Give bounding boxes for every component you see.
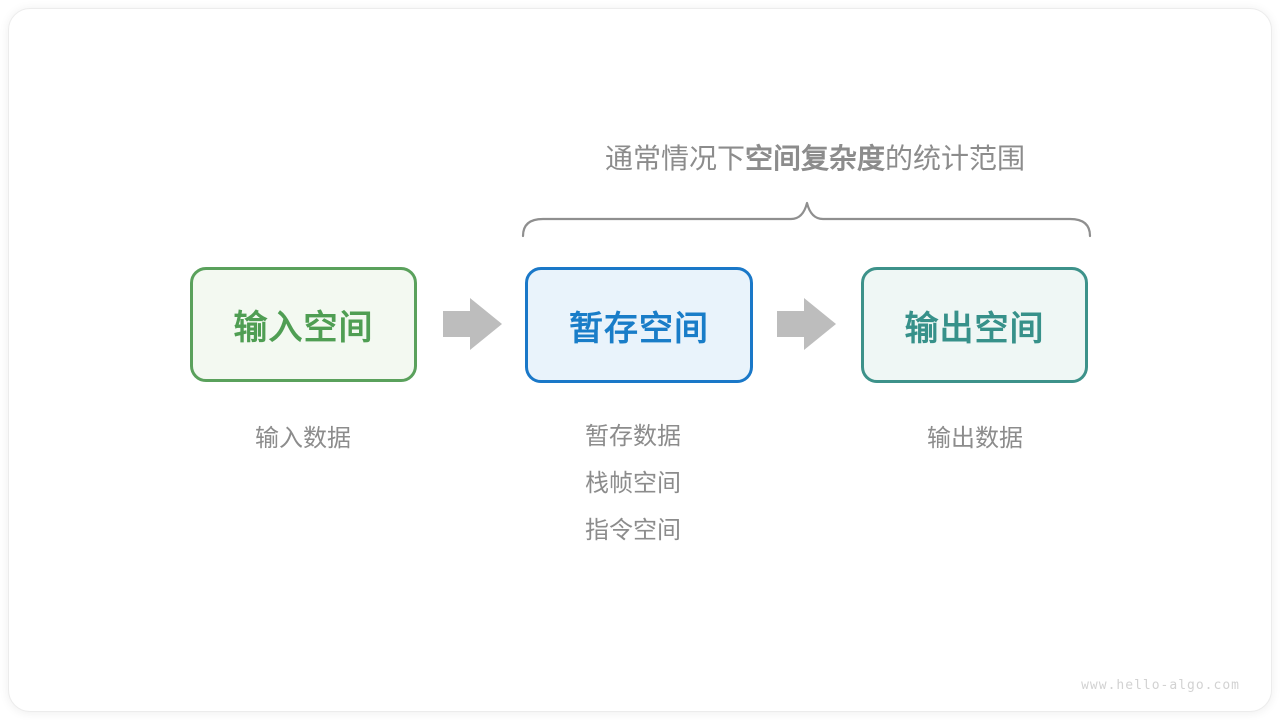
temp-space-box: 暂存空间 [525, 267, 753, 383]
output-space-box: 输出空间 [861, 267, 1088, 383]
temp-space-label: 暂存空间 [569, 308, 709, 349]
curly-brace-up-icon [521, 201, 1092, 238]
arrow-right-icon [777, 298, 836, 350]
arrow-right-icon [443, 298, 502, 350]
title-suffix: 的统计范围 [885, 142, 1026, 175]
temp-space-notes: 暂存数据 栈帧空间 指令空间 [585, 413, 681, 554]
input-space-box: 输入空间 [190, 267, 417, 382]
temp-data-label: 暂存数据 [585, 422, 681, 450]
diagram-title: 通常情况下空间复杂度的统计范围 [605, 141, 1025, 177]
stack-frame-space-label: 栈帧空间 [585, 469, 681, 497]
title-bold-term: 空间复杂度 [744, 142, 886, 175]
input-space-label: 输入空间 [233, 308, 374, 348]
output-data-label: 输出数据 [927, 424, 1023, 452]
instruction-space-label: 指令空间 [585, 516, 681, 544]
input-data-label: 输入数据 [255, 424, 351, 452]
watermark: www.hello-algo.com [1081, 678, 1240, 693]
title-prefix: 通常情况下 [604, 142, 745, 175]
output-space-label: 输出空间 [904, 308, 1045, 349]
